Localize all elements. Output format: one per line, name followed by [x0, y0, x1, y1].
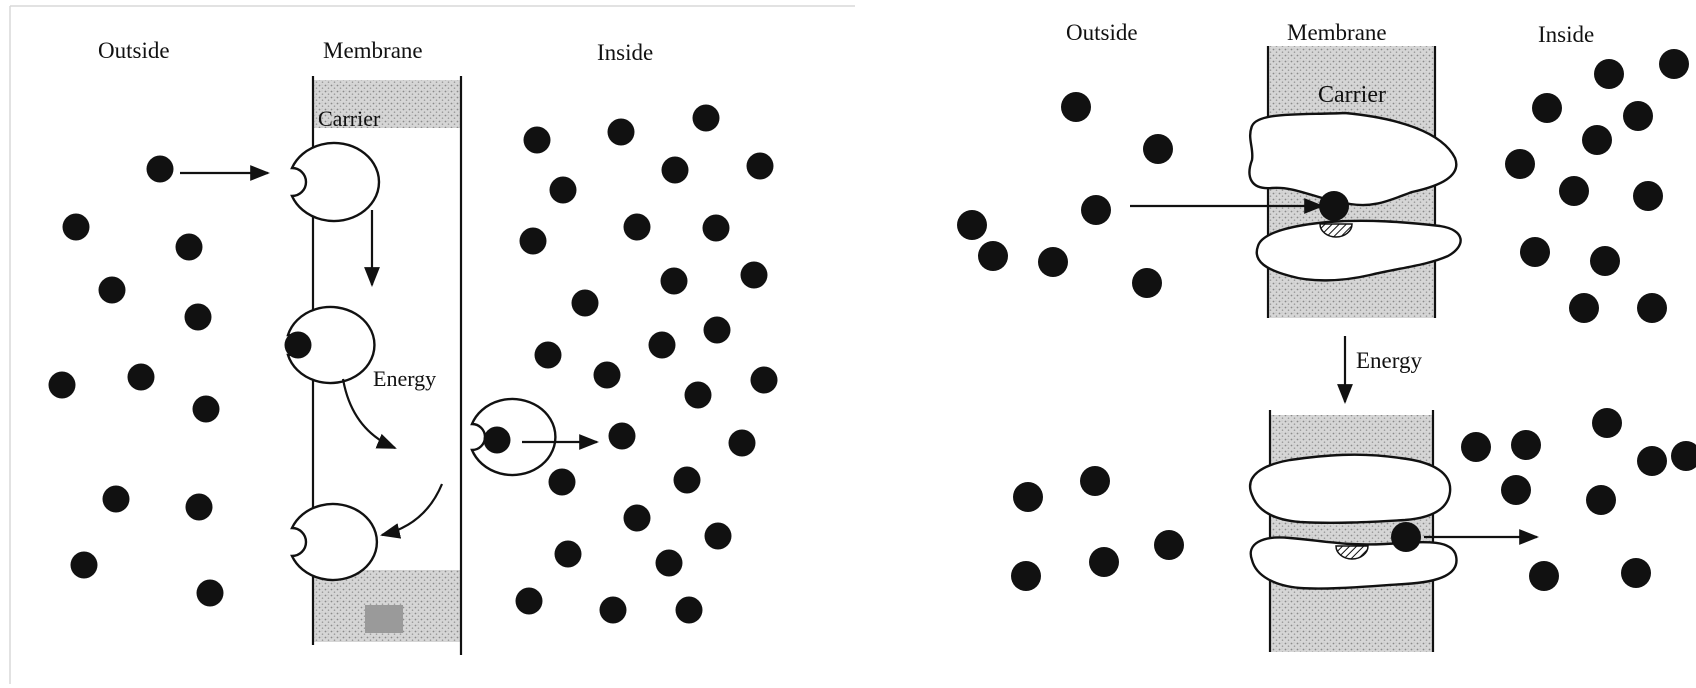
molecule — [703, 215, 730, 242]
panel-right: Outside Membrane Inside Carrier Energy — [957, 20, 1696, 652]
molecule — [1659, 49, 1689, 79]
molecule — [1569, 293, 1599, 323]
molecule — [1671, 441, 1696, 471]
molecule — [1501, 475, 1531, 505]
outside-label: Outside — [98, 38, 170, 63]
energy-label: Energy — [373, 366, 436, 391]
inside-label: Inside — [597, 40, 653, 65]
molecule — [285, 332, 312, 359]
molecule — [1520, 237, 1550, 267]
molecule — [99, 277, 126, 304]
molecule — [1532, 93, 1562, 123]
molecule — [520, 228, 547, 255]
molecule — [1511, 430, 1541, 460]
outside-label: Outside — [1066, 20, 1138, 45]
molecule — [516, 588, 543, 615]
molecule — [103, 486, 130, 513]
molecule — [535, 342, 562, 369]
molecule — [524, 127, 551, 154]
molecule — [751, 367, 778, 394]
molecule — [1621, 558, 1651, 588]
molecule — [1505, 149, 1535, 179]
molecule — [193, 396, 220, 423]
molecule — [594, 362, 621, 389]
molecule — [674, 467, 701, 494]
molecule — [1319, 191, 1349, 221]
molecule — [49, 372, 76, 399]
molecule — [484, 427, 511, 454]
molecule — [609, 423, 636, 450]
molecule — [747, 153, 774, 180]
molecules-left — [49, 105, 778, 624]
molecule — [1013, 482, 1043, 512]
molecule — [729, 430, 756, 457]
molecule — [978, 241, 1008, 271]
membrane-dark-patch — [365, 605, 403, 633]
carrier-protein-lower-bottom — [1251, 537, 1457, 588]
panel-left: Outside Membrane Inside Carrier Energy — [10, 6, 855, 684]
molecule — [63, 214, 90, 241]
molecule — [1586, 485, 1616, 515]
molecule — [608, 119, 635, 146]
molecule — [957, 210, 987, 240]
molecule — [741, 262, 768, 289]
molecule — [693, 105, 720, 132]
molecule — [1633, 181, 1663, 211]
molecule — [1038, 247, 1068, 277]
molecule — [176, 234, 203, 261]
membrane-label: Membrane — [1287, 20, 1387, 45]
carrier-1 — [292, 143, 379, 221]
membrane-label: Membrane — [323, 38, 423, 63]
molecule — [71, 552, 98, 579]
molecule — [186, 494, 213, 521]
molecule — [624, 505, 651, 532]
molecule — [662, 157, 689, 184]
molecule — [1081, 195, 1111, 225]
carrier-label: Carrier — [318, 106, 381, 131]
molecule — [572, 290, 599, 317]
molecule — [661, 268, 688, 295]
molecule — [1637, 293, 1667, 323]
molecule — [1592, 408, 1622, 438]
molecule — [705, 523, 732, 550]
molecule — [550, 177, 577, 204]
arrow-carrier-return — [382, 484, 442, 535]
molecule — [1011, 561, 1041, 591]
carrier-4 — [292, 504, 377, 580]
molecule — [649, 332, 676, 359]
molecule — [1143, 134, 1173, 164]
molecule — [656, 550, 683, 577]
molecule — [624, 214, 651, 241]
molecule — [1089, 547, 1119, 577]
carrier-protein-upper-bottom — [1250, 455, 1450, 523]
molecule — [185, 304, 212, 331]
molecule — [1582, 125, 1612, 155]
inside-label: Inside — [1538, 22, 1594, 47]
molecule — [549, 469, 576, 496]
molecule — [676, 597, 703, 624]
molecule — [1623, 101, 1653, 131]
molecule — [685, 382, 712, 409]
molecule — [1132, 268, 1162, 298]
molecule — [197, 580, 224, 607]
molecule — [1154, 530, 1184, 560]
molecule — [1529, 561, 1559, 591]
molecule — [1559, 176, 1589, 206]
energy-label: Energy — [1356, 348, 1423, 373]
molecule — [1391, 522, 1421, 552]
molecule — [1594, 59, 1624, 89]
molecule — [600, 597, 627, 624]
molecule — [1080, 466, 1110, 496]
molecule — [704, 317, 731, 344]
molecule — [555, 541, 582, 568]
molecule — [147, 156, 174, 183]
molecule — [1461, 432, 1491, 462]
carrier-label: Carrier — [1318, 82, 1386, 108]
molecule — [128, 364, 155, 391]
molecule — [1061, 92, 1091, 122]
molecule — [1590, 246, 1620, 276]
molecule — [1637, 446, 1667, 476]
